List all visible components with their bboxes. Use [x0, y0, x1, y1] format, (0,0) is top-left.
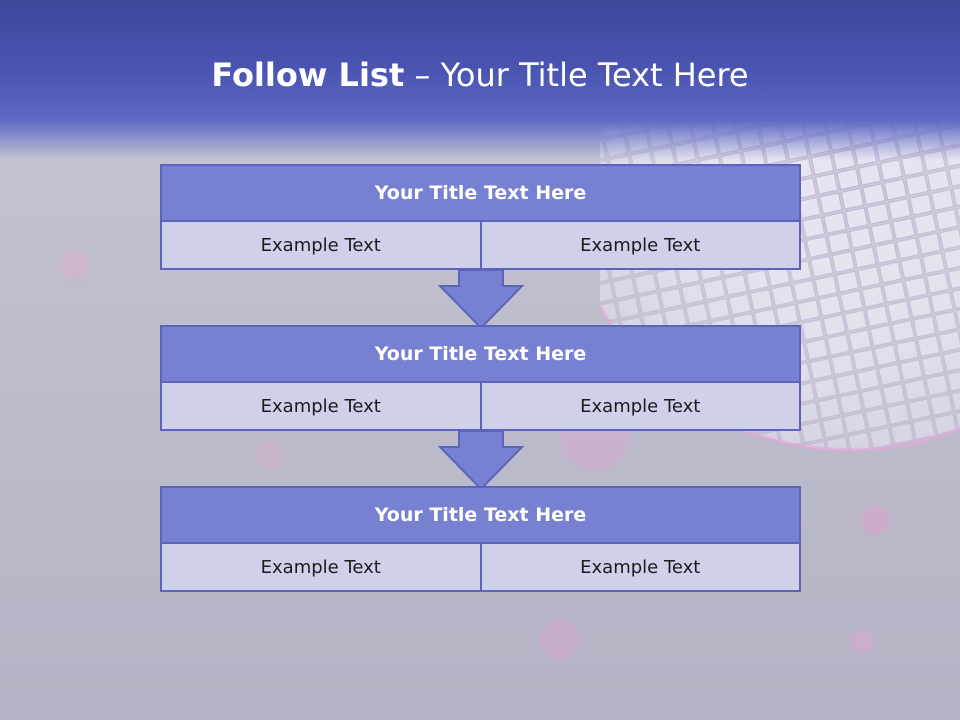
step-cell-right: Example Text	[479, 544, 800, 590]
down-arrow-icon	[438, 270, 524, 330]
background-light	[540, 620, 580, 660]
step-title: Your Title Text Here	[162, 166, 799, 222]
slide-title-bold: Follow List	[211, 56, 405, 94]
step-cell-right: Example Text	[479, 222, 800, 268]
step-cell-left: Example Text	[260, 556, 381, 578]
background-light	[60, 250, 90, 280]
step-cell-left: Example Text	[260, 395, 381, 417]
step-row: Example Text Example Text	[162, 222, 799, 268]
step-cell-left: Example Text	[260, 234, 381, 256]
slide-title: Follow List – Your Title Text Here	[0, 56, 960, 94]
step-cell-right: Example Text	[479, 383, 800, 429]
background-light	[850, 630, 874, 654]
header-band	[0, 0, 960, 160]
step-box-2: Your Title Text Here Example Text Exampl…	[160, 325, 801, 431]
background-light	[255, 440, 285, 470]
step-title: Your Title Text Here	[162, 488, 799, 544]
down-arrow-icon	[438, 431, 524, 491]
step-row: Example Text Example Text	[162, 544, 799, 590]
step-box-1: Your Title Text Here Example Text Exampl…	[160, 164, 801, 270]
slide-title-rest: – Your Title Text Here	[414, 56, 749, 94]
step-box-3: Your Title Text Here Example Text Exampl…	[160, 486, 801, 592]
background-light	[860, 505, 890, 535]
step-title: Your Title Text Here	[162, 327, 799, 383]
step-row: Example Text Example Text	[162, 383, 799, 429]
